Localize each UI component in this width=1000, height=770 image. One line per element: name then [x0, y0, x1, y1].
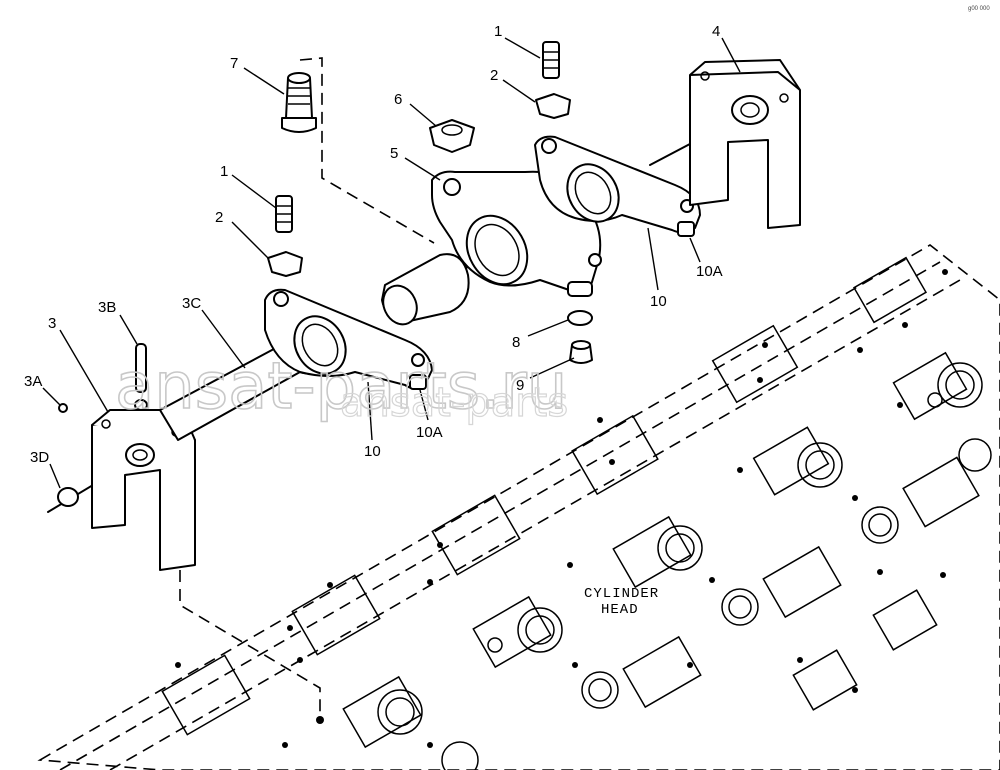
plug-3d [57, 487, 79, 507]
watermark: ansat-parts.ru ansat-parts [114, 349, 569, 426]
cylinder-head-label-line1: CYLINDER [584, 586, 659, 602]
callout-3c: 3C [182, 295, 201, 312]
cylinder-head-label: CYLINDER HEAD [584, 586, 659, 618]
callout-10-left: 10 [364, 443, 381, 460]
callout-7: 7 [230, 55, 238, 72]
callout-3: 3 [48, 315, 56, 332]
callout-9: 9 [516, 377, 524, 394]
bolt-7 [281, 72, 317, 133]
callout-4: 4 [712, 23, 720, 40]
callout-1-right: 1 [494, 23, 502, 40]
ball-3a [58, 403, 68, 413]
rocker-bushing [381, 253, 470, 326]
callout-3a: 3A [24, 373, 42, 390]
adjusting-screw-left [275, 195, 293, 233]
callout-3b: 3B [98, 299, 116, 316]
rocker-arm-left [264, 288, 433, 390]
callout-10a-right: 10A [696, 263, 723, 280]
watermark-text-secondary: ansat-parts [340, 380, 568, 426]
cylinder-head-label-line2: HEAD [601, 602, 639, 618]
callout-5: 5 [390, 145, 398, 162]
locknut-right [535, 93, 571, 119]
rocker-arm-right [534, 135, 701, 237]
callout-2-right: 2 [490, 67, 498, 84]
callout-6: 6 [394, 91, 402, 108]
rocker-shaft-bracket-right [689, 59, 801, 229]
corner-tag: g00 000 [968, 6, 990, 12]
callout-1-left: 1 [220, 163, 228, 180]
callout-labels: 1 2 4 7 6 5 1 2 3B 3C 3 3A 3D 10 10A 10 … [24, 23, 723, 466]
washer-8 [567, 310, 593, 326]
cylinder-head [37, 244, 1000, 770]
dowel-pin-3b [134, 343, 148, 411]
callout-10-right: 10 [650, 293, 667, 310]
callout-3d: 3D [30, 449, 49, 466]
watermark-text: ansat-parts.ru [115, 350, 567, 424]
adjusting-screw-right [542, 41, 560, 79]
locknut-left [267, 251, 303, 277]
leader-lines [42, 37, 741, 489]
nut-6 [429, 119, 475, 153]
callout-10a-left: 10A [416, 424, 443, 441]
callout-8: 8 [512, 334, 520, 351]
callout-2-left: 2 [215, 209, 223, 226]
button-9 [569, 340, 593, 364]
